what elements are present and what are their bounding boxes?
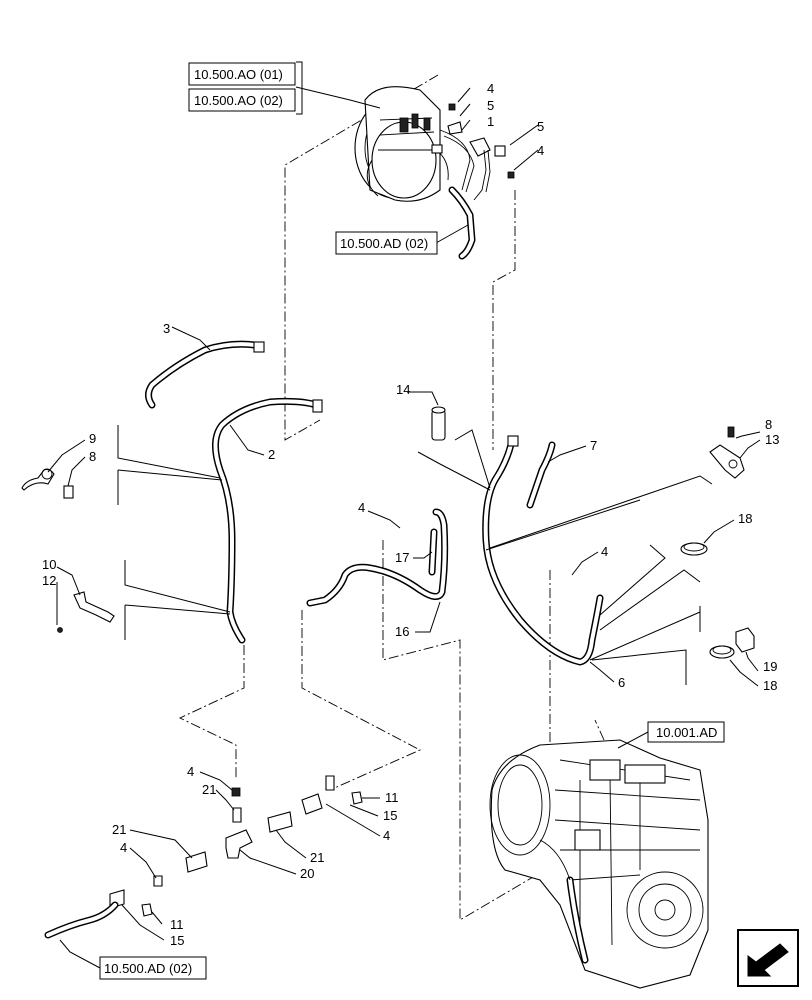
callout-13: 13: [765, 432, 779, 447]
ref-label-ao-01[interactable]: 10.500.AO (01): [194, 67, 283, 82]
bracket-19: [735, 627, 755, 653]
ref-label-ao-02[interactable]: 10.500.AO (02): [194, 93, 283, 108]
callout-21: 21: [112, 822, 126, 837]
callout-numbers: 4 5 1 5 4 3 2 9 8 10 12 14 7 8 13 4 17 1…: [42, 81, 779, 948]
bracket-10: [57, 591, 115, 633]
callout-4: 4: [383, 828, 390, 843]
sleeve-14: [431, 406, 446, 441]
callout-4: 4: [358, 500, 365, 515]
callout-2: 2: [268, 447, 275, 462]
callout-4: 4: [120, 840, 127, 855]
clamp-18a: [680, 542, 708, 556]
callout-8: 8: [765, 417, 772, 432]
leader-lines: [47, 61, 761, 969]
callout-14: 14: [396, 382, 410, 397]
ref-label-ad-02-top[interactable]: 10.500.AD (02): [340, 236, 428, 251]
callout-21: 21: [310, 850, 324, 865]
callout-1: 1: [487, 114, 494, 129]
hose-2: [212, 397, 323, 644]
phantom-lines: [178, 74, 605, 921]
callout-4: 4: [601, 544, 608, 559]
callout-5: 5: [487, 98, 494, 113]
callout-4: 4: [487, 81, 494, 96]
callout-6: 6: [618, 675, 625, 690]
ref-box-ad-001[interactable]: [647, 721, 725, 743]
callout-12: 12: [42, 573, 56, 588]
arrow-down-left-icon[interactable]: [737, 929, 799, 987]
callout-4: 4: [537, 143, 544, 158]
ref-box-ao-01[interactable]: [188, 62, 296, 86]
callout-15: 15: [170, 933, 184, 948]
ref-label-ad-02-bottom[interactable]: 10.500.AD (02): [104, 961, 192, 976]
hose-6: [482, 435, 604, 666]
callout-5: 5: [537, 119, 544, 134]
hose-16: [306, 508, 449, 607]
clip-9: [21, 468, 74, 499]
callout-3: 3: [163, 321, 170, 336]
ref-box-ad-02-bottom[interactable]: [99, 956, 207, 980]
hose-3: [145, 340, 265, 409]
top-hoses: [439, 103, 515, 260]
callout-9: 9: [89, 431, 96, 446]
fitting-assembly: [44, 775, 363, 939]
ref-label-ad-001[interactable]: 10.001.AD: [656, 725, 717, 740]
callout-18: 18: [738, 511, 752, 526]
callout-16: 16: [395, 624, 409, 639]
engine-block: [489, 739, 709, 989]
callout-10: 10: [42, 557, 56, 572]
callout-11: 11: [385, 790, 399, 805]
reference-boxes: 10.500.AO (01) 10.500.AO (02) 10.500.AD …: [99, 62, 725, 980]
ref-box-ad-02-top[interactable]: [335, 231, 438, 255]
callout-20: 20: [300, 866, 314, 881]
ref-box-ao-02[interactable]: [188, 88, 296, 112]
bracket-13: [709, 426, 745, 479]
air-filter-assembly: [354, 86, 449, 202]
callout-4: 4: [187, 764, 194, 779]
callout-11: 11: [170, 917, 184, 932]
callout-21: 21: [202, 782, 216, 797]
tube-17: [428, 528, 438, 576]
callout-18: 18: [763, 678, 777, 693]
callout-8: 8: [89, 449, 96, 464]
callout-19: 19: [763, 659, 777, 674]
clamp-18b: [709, 645, 735, 659]
callout-17: 17: [395, 550, 409, 565]
callout-15: 15: [383, 808, 397, 823]
callout-7: 7: [590, 438, 597, 453]
hose-7: [526, 441, 556, 509]
